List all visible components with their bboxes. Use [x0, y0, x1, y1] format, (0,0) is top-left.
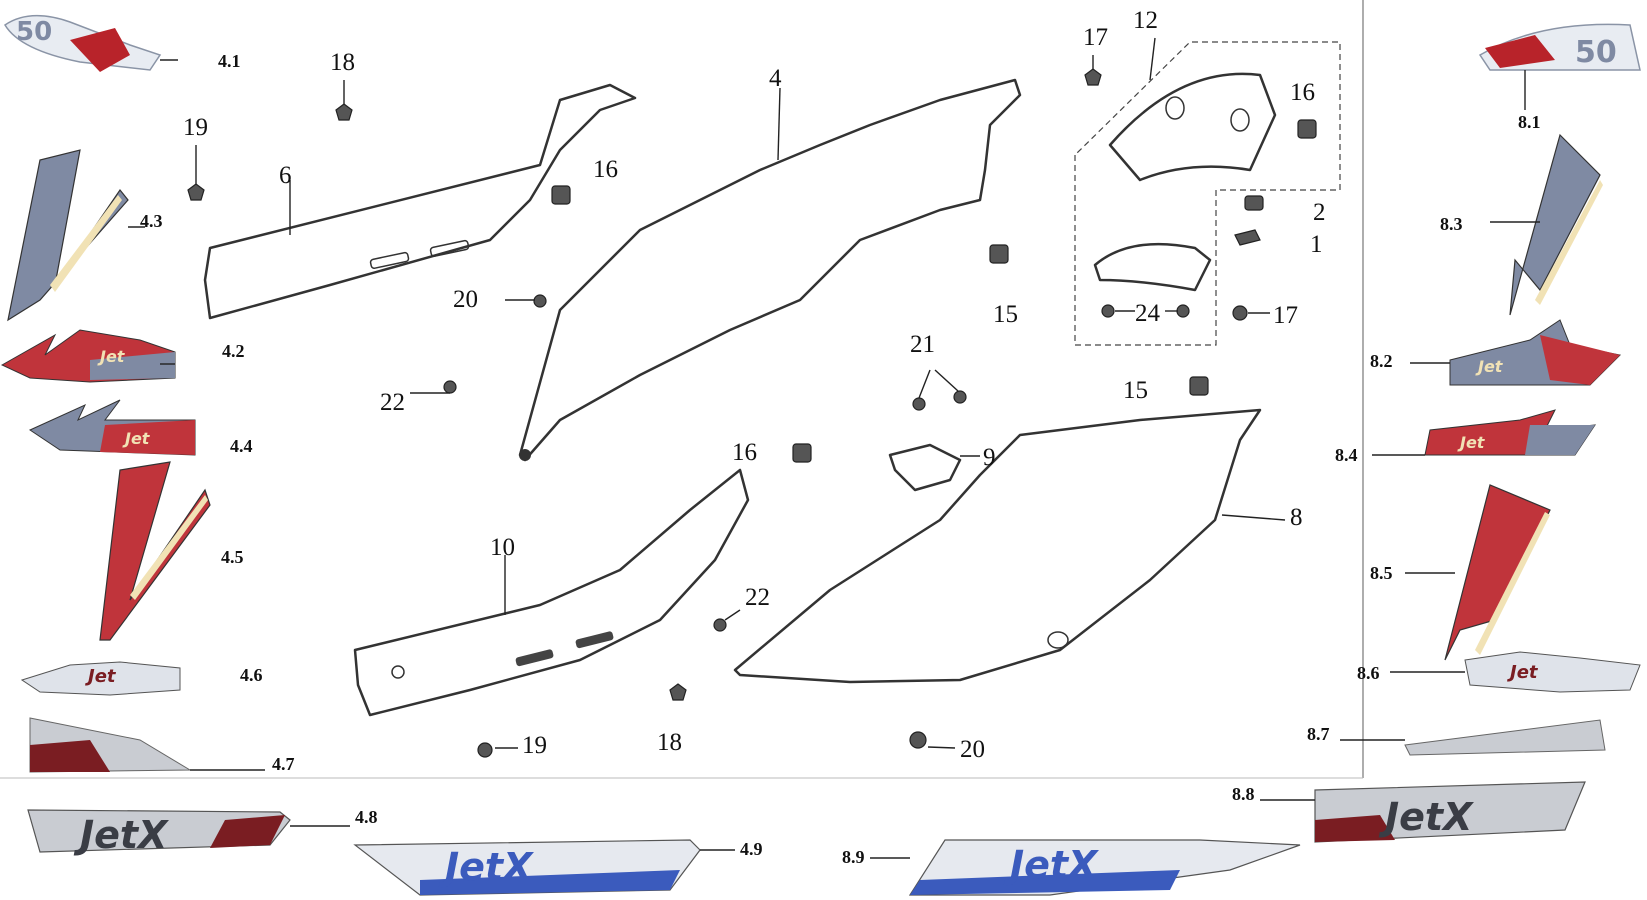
part-label-16b: 16: [1290, 79, 1315, 106]
part-label-19b: 19: [522, 732, 547, 759]
callout-4-7: 4.7: [272, 754, 295, 774]
callout-4-8: 4.8: [355, 807, 378, 827]
part-label-18b: 18: [657, 729, 682, 756]
part-label-22a: 22: [380, 389, 405, 416]
part-10: [353, 468, 750, 717]
decal-8-2-brand: Jet: [1475, 357, 1504, 376]
part-6: [203, 83, 637, 320]
part-label-24: 24: [1135, 300, 1160, 327]
callout-8-5: 8.5: [1370, 563, 1393, 583]
callout-4-1: 4.1: [218, 51, 241, 71]
part-label-15a: 15: [993, 301, 1018, 328]
callout-4-6: 4.6: [240, 665, 263, 685]
decal-4-2: Jet: [0, 329, 176, 383]
decal-8-2: Jet: [1410, 319, 1622, 386]
part-label-20b: 20: [960, 736, 985, 763]
part-label-12: 12: [1133, 7, 1158, 34]
decal-4-1-badge: 50: [16, 17, 52, 47]
decal-4-9-brand: JetX: [438, 845, 534, 889]
callout-4-5: 4.5: [221, 547, 244, 567]
decal-4-8-brand: JetX: [73, 813, 169, 857]
part-label-22b: 22: [745, 584, 770, 611]
decal-8-8: JetX: [1260, 781, 1586, 843]
decal-8-9-brand: JetX: [1003, 843, 1099, 887]
part-label-15b: 15: [1123, 377, 1148, 404]
part-12: [1108, 37, 1277, 182]
decal-8-4-brand: Jet: [1457, 433, 1486, 452]
part-label-2: 2: [1313, 199, 1326, 226]
decal-4-6: Jet: [20, 661, 181, 696]
decal-4-6-brand: Jet: [85, 666, 117, 687]
decal-4-1: 50: [3, 14, 178, 72]
decal-4-7: [29, 717, 265, 773]
part-label-18a: 18: [330, 49, 355, 76]
callout-4-9: 4.9: [740, 839, 763, 859]
part-label-4: 4: [769, 65, 782, 92]
callout-8-4: 8.4: [1335, 445, 1358, 465]
part-label-21: 21: [910, 331, 935, 358]
decal-8-8-brand: JetX: [1378, 795, 1474, 839]
part-label-16a: 16: [593, 156, 618, 183]
decal-8-6-brand: Jet: [1507, 662, 1539, 683]
part-label-8: 8: [1290, 504, 1303, 531]
decal-4-4: Jet: [28, 399, 196, 456]
detail-box-12: [1074, 41, 1341, 346]
decal-4-4-brand: Jet: [122, 429, 151, 448]
decal-8-6: Jet: [1390, 651, 1641, 693]
part-label-6: 6: [279, 162, 292, 189]
part-label-20a: 20: [453, 286, 478, 313]
decal-8-1: 50: [1478, 23, 1641, 110]
decal-8-1-badge: 50: [1575, 35, 1617, 70]
callout-8-7: 8.7: [1307, 724, 1330, 744]
callout-4-2: 4.2: [222, 341, 245, 361]
callout-8-8: 8.8: [1232, 784, 1255, 804]
callout-4-4: 4.4: [230, 436, 253, 456]
decal-4-3: [7, 149, 145, 322]
part-label-9: 9: [983, 444, 996, 471]
decal-8-9: JetX: [870, 839, 1301, 896]
decal-4-8: JetX: [27, 809, 350, 857]
part-label-19a: 19: [183, 114, 208, 141]
decal-4-5: [99, 461, 211, 641]
decal-8-7: [1340, 719, 1606, 756]
callout-8-3: 8.3: [1440, 214, 1463, 234]
part-label-16c: 16: [732, 439, 757, 466]
part-label-10: 10: [490, 534, 515, 561]
part-label-17a: 17: [1083, 24, 1108, 51]
part-label-1: 1: [1310, 231, 1323, 258]
decal-8-4: Jet: [1372, 409, 1597, 456]
part-4: [518, 78, 1022, 462]
decal-4-9: JetX: [353, 839, 735, 896]
callout-8-9: 8.9: [842, 847, 865, 867]
hardware: [187, 55, 1317, 758]
callout-8-2: 8.2: [1370, 351, 1393, 371]
part-9: [888, 443, 980, 492]
decal-4-2-brand: Jet: [97, 347, 126, 366]
callout-8-1: 8.1: [1518, 112, 1541, 132]
decal-8-5: [1405, 484, 1551, 661]
part-label-17b: 17: [1273, 302, 1298, 329]
callout-8-6: 8.6: [1357, 663, 1380, 683]
callout-4-3: 4.3: [140, 211, 163, 231]
decal-8-3: [1490, 133, 1603, 316]
part-8: [733, 408, 1286, 684]
part-12-inner: [1093, 242, 1212, 292]
